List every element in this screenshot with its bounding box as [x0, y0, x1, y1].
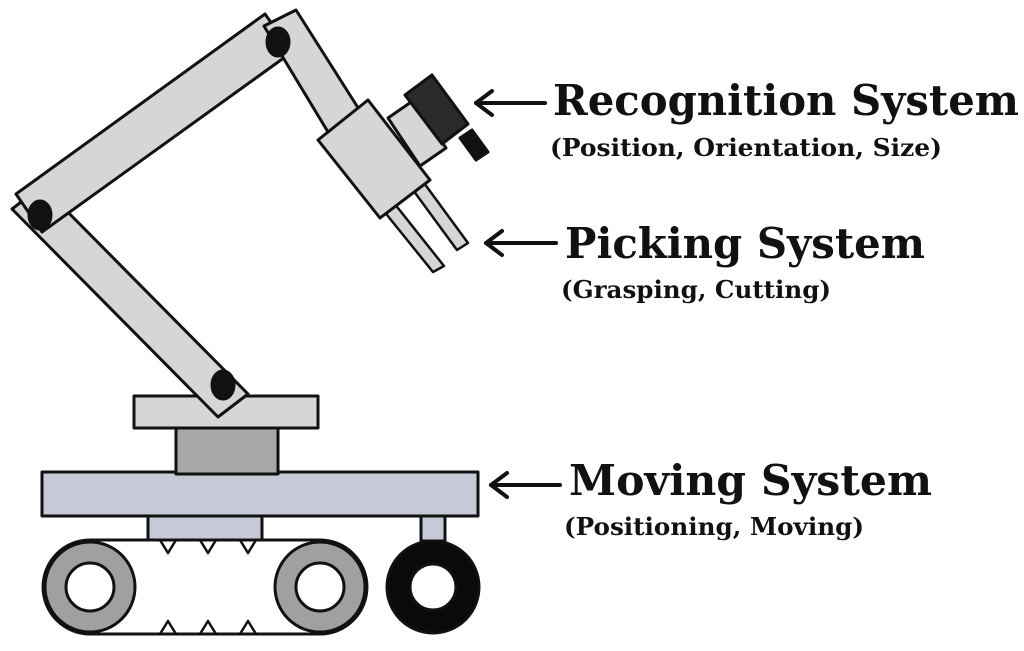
moving-system-title: Moving System [569, 456, 932, 505]
chassis-platform [40, 470, 480, 518]
front-wheel [385, 539, 481, 635]
gripper-housing [316, 98, 432, 220]
moving-system-subtitle: (Positioning, Moving) [564, 512, 864, 541]
tread-teeth-bottom [158, 619, 258, 635]
upper-arm [14, 12, 294, 234]
rear-track-wheel [43, 540, 137, 634]
base-joint [210, 369, 236, 401]
moving-arrow [489, 471, 562, 499]
camera-lens [458, 128, 490, 162]
picking-arrow [484, 229, 558, 257]
recognition-arrow [474, 89, 547, 117]
robot-illustration [10, 8, 490, 636]
turret-column [174, 424, 280, 476]
camera-mount [386, 98, 448, 168]
camera-body [403, 73, 470, 146]
axle-block [146, 512, 264, 542]
shoulder-joint [265, 26, 291, 58]
picking-system-title: Picking System [565, 219, 925, 268]
elbow-joint [27, 199, 53, 231]
wheel-strut [419, 514, 447, 543]
picking-system-subtitle: (Grasping, Cutting) [561, 275, 831, 304]
pointer-arrows [474, 89, 562, 499]
tread-teeth-top [158, 539, 258, 555]
recognition-system-title: Recognition System [553, 76, 1019, 125]
front-track-wheel [273, 540, 367, 634]
recognition-system-subtitle: (Position, Orientation, Size) [550, 133, 942, 162]
